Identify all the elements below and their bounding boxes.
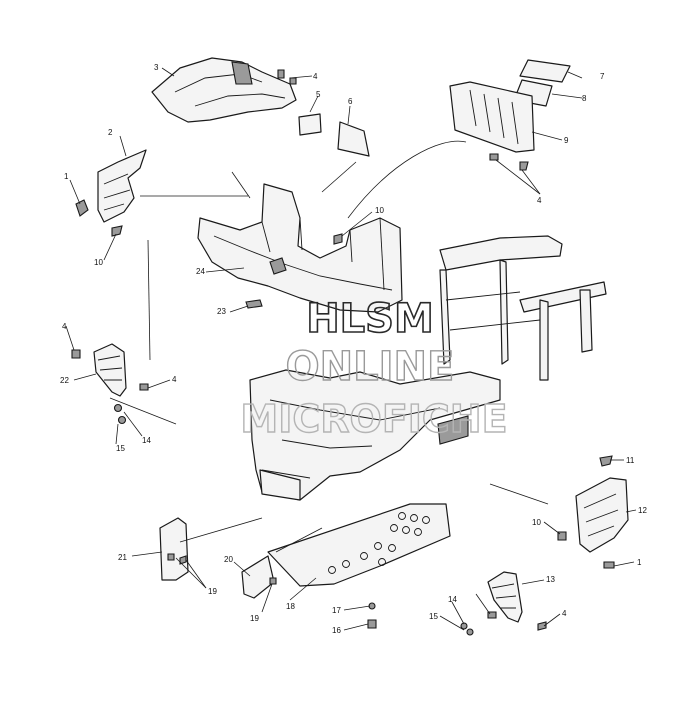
part-2-left-side-panel	[97, 149, 147, 223]
callout-10-left: 10	[94, 258, 103, 267]
callout-14-left: 14	[142, 436, 151, 445]
callout-18: 18	[286, 602, 295, 611]
callout-24: 24	[196, 267, 205, 276]
callout-4-right: 4	[537, 196, 542, 205]
callout-10-center: 10	[375, 206, 384, 215]
callout-16: 16	[332, 626, 341, 635]
callout-4-bottom: 4	[562, 609, 567, 618]
callout-4-left: 4	[62, 322, 67, 331]
main-frame	[249, 235, 607, 501]
part-12-right-rear-panel	[575, 477, 629, 553]
callout-labels: 3 4 5 6 7 8 9 4 2 1 10 10 24 23 4 22 4 1…	[60, 63, 647, 635]
callout-7: 7	[600, 72, 605, 81]
watermark-line-2: ONLINE	[286, 344, 455, 390]
callout-1-right: 1	[637, 558, 642, 567]
part-9-rear-panel	[449, 81, 535, 153]
callout-15-left: 15	[116, 444, 125, 453]
callout-21: 21	[118, 553, 127, 562]
callout-8: 8	[582, 94, 587, 103]
watermark-line-1: HLSM	[306, 296, 434, 342]
callout-9: 9	[564, 136, 569, 145]
callout-14-right: 14	[448, 595, 457, 604]
part-20-bracket	[241, 555, 275, 599]
callout-20: 20	[224, 555, 233, 564]
part-13-right-front-panel	[487, 571, 523, 623]
part-7-decal	[519, 59, 571, 83]
part-22-left-front-panel	[93, 343, 127, 397]
callout-6: 6	[348, 97, 353, 106]
callout-5: 5	[316, 90, 321, 99]
callout-3: 3	[154, 63, 159, 72]
leader-lines	[65, 67, 637, 631]
part-6-decal	[337, 121, 370, 157]
callout-12: 12	[638, 506, 647, 515]
watermark: HLSM ONLINE MICROFICHE	[240, 295, 509, 442]
part-5-decal	[298, 113, 322, 136]
callout-19-bottom: 19	[250, 614, 259, 623]
callout-13: 13	[546, 575, 555, 584]
part-21-side-bracket	[159, 517, 189, 581]
callout-2: 2	[108, 128, 113, 137]
callout-4-mid: 4	[172, 375, 177, 384]
callout-23: 23	[217, 307, 226, 316]
callout-17: 17	[332, 606, 341, 615]
callout-15-right: 15	[429, 612, 438, 621]
part-24-floor-tray	[197, 183, 403, 313]
callout-10-right: 10	[532, 518, 541, 527]
callout-22: 22	[60, 376, 69, 385]
watermark-line-3: MICROFICHE	[240, 397, 507, 441]
callout-19-left: 19	[208, 587, 217, 596]
part-18-skid-plate	[267, 503, 451, 587]
part-3-upper-cover	[151, 57, 297, 123]
callout-11: 11	[626, 456, 635, 465]
callout-1-left: 1	[64, 172, 69, 181]
callout-4-top: 4	[313, 72, 318, 81]
